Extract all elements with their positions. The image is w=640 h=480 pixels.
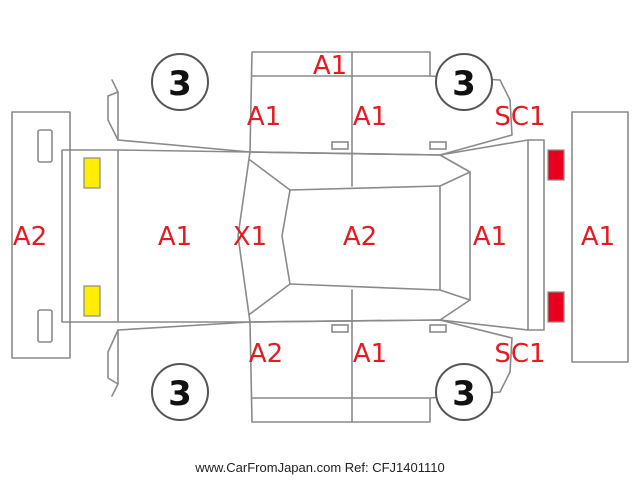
watermark: www.CarFromJapan.com Ref: CFJ1401110 xyxy=(194,460,445,475)
code-roof: A2 xyxy=(343,222,377,252)
car-body-outline xyxy=(61,51,545,423)
tire-rear-right-grade: 3 xyxy=(452,374,476,414)
tire-front-right: 3 xyxy=(435,53,493,111)
code-roof-top: A1 xyxy=(313,51,347,81)
headlight-right xyxy=(83,285,101,317)
code-front-door-right: A2 xyxy=(249,339,283,369)
tire-rear-left-grade: 3 xyxy=(168,374,192,414)
taillight-right xyxy=(547,291,565,323)
tire-front-left-grade: 3 xyxy=(168,64,192,104)
tire-rear-left: 3 xyxy=(151,363,209,421)
code-hood: A1 xyxy=(158,222,192,252)
code-trunk: A1 xyxy=(473,222,507,252)
rear-bumper xyxy=(571,111,629,363)
code-rear-door-left-top: A1 xyxy=(353,102,387,132)
taillight-left xyxy=(547,149,565,181)
code-windshield: X1 xyxy=(233,222,267,252)
code-rear-quarter-left: SC1 xyxy=(494,102,545,132)
code-front-bumper: A2 xyxy=(13,222,47,252)
tire-rear-right: 3 xyxy=(435,363,493,421)
code-rear-bumper: A1 xyxy=(581,222,615,252)
code-front-door-left-top: A1 xyxy=(247,102,281,132)
code-rear-quarter-right: SC1 xyxy=(494,339,545,369)
code-rear-door-right: A1 xyxy=(353,339,387,369)
front-bumper xyxy=(11,111,71,359)
tire-front-left: 3 xyxy=(151,53,209,111)
headlight-left xyxy=(83,157,101,189)
tire-front-right-grade: 3 xyxy=(452,64,476,104)
